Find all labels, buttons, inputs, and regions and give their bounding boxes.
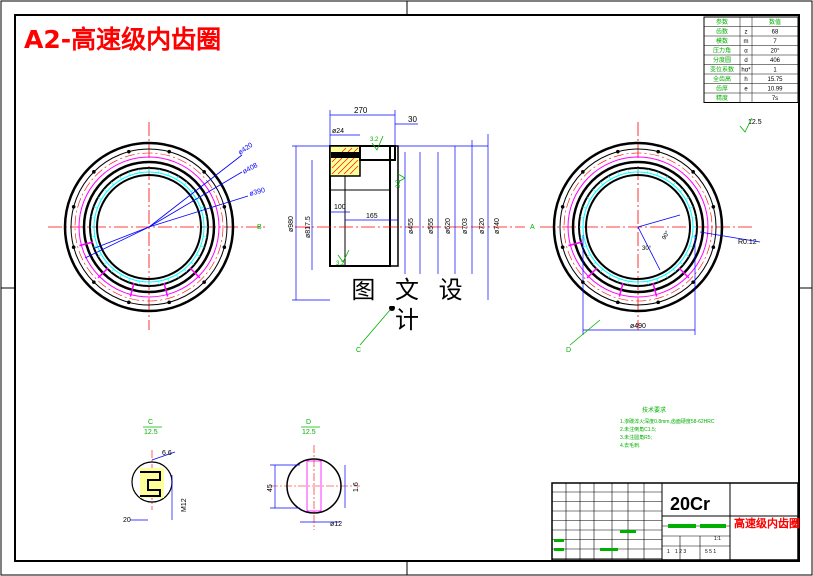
dim-r012: R0.12 xyxy=(738,239,757,246)
param-cell: 齿数 xyxy=(716,28,728,36)
dim-d24: ø24 xyxy=(332,128,344,135)
dim-30deg: 30° xyxy=(642,246,652,252)
dim-d817: ø817.5 xyxy=(305,216,312,238)
mark-1: 1 xyxy=(667,549,670,555)
notes-line-2: 2.未注倒角C1.5; xyxy=(620,426,656,433)
section-label-a: A xyxy=(530,224,535,231)
detail-d: D 12.5 45 1.6 ø12 xyxy=(267,419,360,530)
param-cell: 齿厚 xyxy=(716,85,728,93)
param-cell: 20° xyxy=(770,49,780,55)
param-cell: 7 xyxy=(773,39,777,45)
detail-d-title: D xyxy=(306,419,311,426)
right-ring-view: ø490 R0.12 30° 90° D xyxy=(540,122,761,354)
param-cell: 分度圆 xyxy=(713,56,731,64)
mark-2: 1 2 3 xyxy=(675,549,686,555)
notes-line-4: 4.去毛刺. xyxy=(620,442,641,449)
param-cell: 10.99 xyxy=(767,87,783,93)
dim-d620: ø620 xyxy=(445,218,452,234)
dim-90deg: 90° xyxy=(662,230,672,241)
dim-d490: ø490 xyxy=(630,323,646,330)
param-cell: 精度 xyxy=(716,94,728,102)
param-cell: 406 xyxy=(770,58,781,64)
dim-d720: ø720 xyxy=(479,218,486,234)
sheet-title: A2-高速级内齿圈 xyxy=(24,25,221,54)
dim-100: 100 xyxy=(334,204,346,211)
dim-165: 165 xyxy=(366,213,378,220)
dim-d555: ø555 xyxy=(428,218,435,234)
left-ring-view: ø420 ø408 ø390 B xyxy=(48,122,266,330)
param-cell: h xyxy=(744,77,747,83)
scale: 1:1 xyxy=(714,536,721,542)
detail-d-45: 45 xyxy=(267,484,274,492)
part-name: 高速级内齿圈 xyxy=(734,516,800,530)
dim-d420: ø420 xyxy=(237,142,254,157)
section-label-c: C xyxy=(356,347,361,354)
detail-c-20: 20 xyxy=(123,517,131,524)
detail-c-66: 6.6 xyxy=(162,450,172,457)
param-cell: 全齿高 xyxy=(713,75,731,83)
dim-d740: ø740 xyxy=(494,218,501,234)
dim-d455: ø455 xyxy=(408,218,415,234)
detail-c-scale: 12.5 xyxy=(144,429,158,436)
dim-30: 30 xyxy=(408,115,417,124)
notes-line-3: 3.未注圆角R5; xyxy=(620,434,652,441)
dim-d390: ø390 xyxy=(249,187,266,198)
dim-d408: ø408 xyxy=(242,162,259,176)
material: 20Cr xyxy=(670,494,710,514)
dim-d980: ø980 xyxy=(288,216,295,232)
detail-c-title: C xyxy=(148,419,153,426)
mark-3: 5 5 1 xyxy=(705,549,716,555)
technical-notes: 技术要求 1.渗碳淬火深度0.8mm,齿面硬度58-62HRC 2.未注倒角C1… xyxy=(620,406,715,449)
detail-d-scale: 12.5 xyxy=(302,429,316,436)
param-cell: 参数 xyxy=(716,18,728,26)
param-cell: 68 xyxy=(772,30,779,36)
param-cell: 变位系数 xyxy=(710,66,734,74)
detail-c-m12: M12 xyxy=(181,498,188,512)
rough-32-bot: 3.2 xyxy=(336,261,345,267)
section-label-b: B xyxy=(257,224,262,231)
detail-c: C 12.5 6.6 20 M12 xyxy=(123,419,188,524)
param-cell: hα* xyxy=(741,68,751,74)
param-cell: 7s xyxy=(772,96,778,102)
param-cell: e xyxy=(744,87,748,93)
param-cell: 15.75 xyxy=(767,77,783,83)
param-cell: m xyxy=(744,39,749,45)
param-cell: 数值 xyxy=(769,18,781,26)
detail-d-12: ø12 xyxy=(330,521,342,528)
notes-title: 技术要求 xyxy=(642,406,666,414)
param-cell: d xyxy=(744,58,747,64)
detail-d-16: 1.6 xyxy=(353,482,360,492)
param-cell: z xyxy=(745,30,748,36)
notes-line-1: 1.渗碳淬火深度0.8mm,齿面硬度58-62HRC xyxy=(620,418,715,425)
dim-d703: ø703 xyxy=(462,218,469,234)
rough-32-top: 3.2 xyxy=(370,137,379,143)
param-cell: 压力角 xyxy=(713,47,731,55)
title-block: 20Cr 高速级内齿圈 1:1 1 1 2 3 5 5 1 xyxy=(551,482,800,561)
dim-270: 270 xyxy=(354,106,368,115)
section-label-d: D xyxy=(566,347,571,354)
rough-32-mid: 3.2 xyxy=(396,179,402,188)
rough-overall: 12.5 xyxy=(748,119,762,126)
watermark-text: 图 文 设 计 xyxy=(336,274,484,334)
param-cell: α xyxy=(744,49,748,55)
param-cell: 1 xyxy=(773,68,777,74)
param-cell: 模数 xyxy=(716,37,728,45)
